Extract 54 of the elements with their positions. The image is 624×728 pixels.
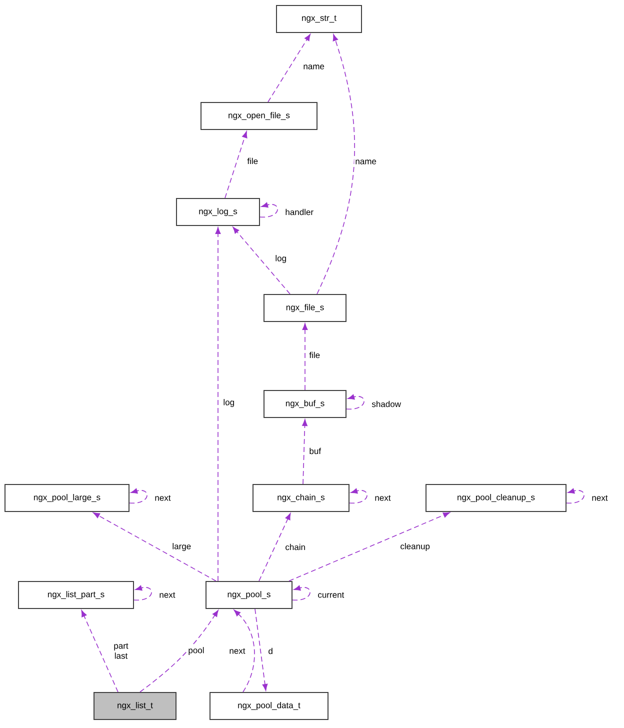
arrow [81, 610, 118, 692]
edge-label: pool [187, 646, 206, 656]
arrow [302, 419, 308, 484]
edge-label: cleanup [399, 542, 431, 552]
arrow [140, 610, 218, 692]
edge-label: next [228, 647, 246, 655]
edge-label: shadow [370, 400, 402, 408]
struct-box: ngx_file_s [264, 294, 346, 322]
struct-box: ngx_list_part_s [18, 581, 134, 609]
struct-box: ngx_str_t [276, 5, 362, 33]
struct-box: ngx_open_file_s [200, 102, 318, 130]
arrow [134, 585, 152, 600]
arrow [254, 608, 268, 691]
edge-label: name [302, 64, 326, 70]
edge-label: log [222, 398, 236, 408]
edge-label: d [267, 646, 274, 656]
struct-box: ngx_pool_s [206, 581, 292, 609]
edge-label: file [308, 350, 322, 360]
arrow [224, 131, 248, 198]
edge-label: buf [308, 446, 322, 456]
edge-label: file [246, 156, 260, 166]
arrow [129, 488, 148, 504]
struct-box: ngx_log_s [176, 198, 260, 226]
struct-box: ngx_buf_s [264, 390, 346, 418]
edge-label: handler [284, 208, 315, 216]
edge-label: large [171, 542, 192, 552]
edge-label: part last [108, 642, 134, 660]
edge-label: current [316, 591, 346, 599]
struct-box: ngx_pool_large_s [4, 484, 130, 512]
arrow [346, 394, 364, 410]
struct-box: ngx_pool_data_t [210, 692, 328, 720]
arrow [258, 513, 291, 582]
arrow [232, 226, 290, 294]
edge-label: name [354, 158, 378, 166]
arrow [566, 488, 584, 504]
struct-box: ngx_list_t [94, 692, 176, 720]
edge-label: next [154, 494, 172, 502]
edge-label: next [374, 494, 392, 502]
arrow [292, 585, 310, 600]
struct-box: ngx_pool_cleanup_s [426, 484, 566, 512]
arrow [93, 512, 216, 582]
arrow [349, 488, 368, 504]
arrow [302, 323, 308, 390]
edge-label: log [274, 254, 288, 264]
edge-label: next [590, 494, 609, 502]
arrow [316, 34, 356, 294]
struct-box: ngx_chain_s [252, 484, 350, 512]
arrow [268, 34, 311, 102]
edge-label: chain [284, 542, 307, 552]
edge-label: next [158, 591, 176, 599]
arrow [260, 202, 278, 218]
arrow [288, 512, 450, 582]
arrow [215, 227, 221, 582]
arrow [234, 610, 255, 692]
